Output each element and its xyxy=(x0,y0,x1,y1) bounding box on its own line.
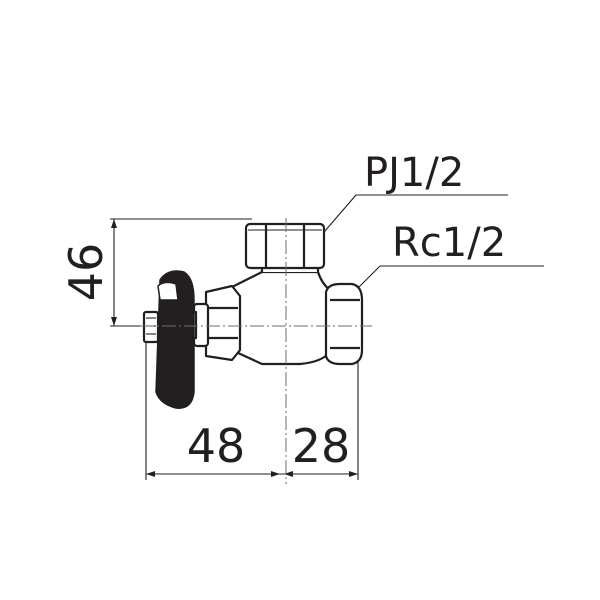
valve-handle xyxy=(142,270,195,409)
valve-body xyxy=(178,222,364,366)
right-width-dimension-label: 28 xyxy=(292,419,351,473)
right-hex-socket xyxy=(324,282,364,366)
top-connection-spec: PJ1/2 xyxy=(364,150,464,196)
left-width-dimension-label: 48 xyxy=(187,419,246,473)
left-gland-nut xyxy=(204,284,242,362)
height-dimension-label: 46 xyxy=(59,243,113,302)
right-connection-spec: Rc1/2 xyxy=(392,220,506,266)
center-lines xyxy=(140,218,372,484)
top-hex-nut xyxy=(244,222,326,270)
